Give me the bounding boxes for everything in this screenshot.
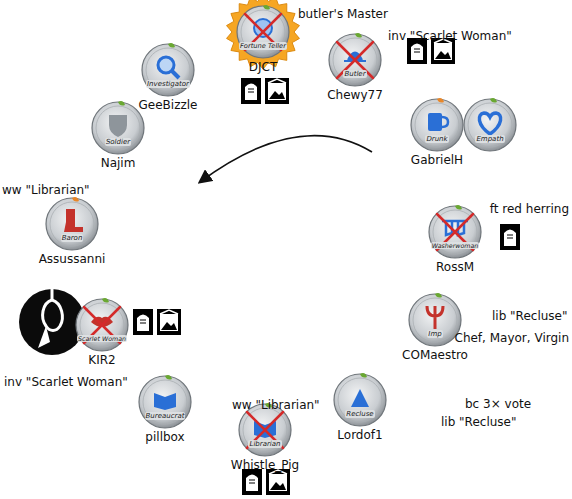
- token-disc: [410, 98, 464, 152]
- player-name: COMaestro: [402, 348, 468, 362]
- player-token: SoldierNajim: [91, 101, 145, 155]
- player-name: KIR2: [88, 353, 115, 367]
- reminder-note: lib "Recluse": [441, 415, 517, 429]
- role-text: Recluse: [345, 410, 374, 418]
- role-text: Butler: [343, 70, 366, 78]
- role-name: Librarian: [238, 440, 292, 448]
- token-disc: [141, 43, 195, 97]
- turn-order-arrow: [200, 136, 372, 182]
- token-disc: [333, 373, 387, 427]
- role-icon: [479, 113, 500, 134]
- player-name: Lordof1: [337, 428, 382, 442]
- token-disc: [408, 293, 462, 347]
- role-name: Soldier: [91, 138, 145, 146]
- execution-noose: [19, 289, 85, 355]
- role-icon: [427, 306, 443, 329]
- player-name: Chewy77: [327, 88, 383, 102]
- dead-cross: [247, 412, 283, 448]
- shroud-icons: [241, 78, 289, 104]
- player-token: DrunkGabrielH: [410, 98, 464, 152]
- reminder-note: ww "Librarian": [2, 183, 90, 197]
- reminder-note: ww "Librarian": [232, 398, 320, 412]
- player-token: ButlerChewy77: [328, 33, 382, 87]
- player-name: GeeBizzle: [139, 98, 198, 112]
- token-disc: [428, 205, 482, 259]
- role-name: Empath: [463, 135, 517, 143]
- fortune-teller-badge: [227, 0, 300, 69]
- role-text: Soldier: [105, 138, 131, 146]
- role-text: Bureaucrat: [145, 412, 186, 420]
- badge-star: [227, 0, 300, 69]
- role-icon: [158, 57, 179, 78]
- reminder-note: lib "Recluse": [492, 309, 568, 323]
- shroud-icons: [242, 469, 290, 495]
- reminder-note: butler's Master: [298, 7, 388, 21]
- reminder-note: ft red herring: [490, 202, 569, 216]
- role-name: Investigator: [141, 80, 195, 88]
- role-text: Washerwoman: [431, 242, 479, 249]
- player-token: RecluseLordof1: [333, 373, 387, 427]
- role-name: Recluse: [333, 410, 387, 418]
- player-name: RossM: [436, 260, 474, 274]
- player-token: InvestigatorGeeBizzle: [141, 43, 195, 97]
- role-name: Butler: [328, 70, 382, 78]
- role-text: Imp: [427, 330, 442, 338]
- reminder-note: bc 3× vote: [465, 397, 531, 411]
- role-name: Baron: [45, 234, 99, 242]
- role-icon: [109, 115, 127, 137]
- token-disc: [328, 33, 382, 87]
- role-icon: [64, 209, 83, 232]
- role-text: Drunk: [425, 135, 448, 143]
- role-name: Scarlet Woman: [75, 335, 129, 343]
- token-disc: [91, 101, 145, 155]
- role-name: Imp: [408, 330, 462, 338]
- player-name: Assussanni: [39, 252, 106, 266]
- role-icon: [351, 389, 369, 407]
- player-token: Empath: [463, 98, 517, 152]
- token-disc: [463, 98, 517, 152]
- player-token: ImpCOMaestro: [408, 293, 462, 347]
- role-text: Scarlet Woman: [77, 335, 127, 342]
- player-token: BaronAssussanni: [45, 197, 99, 251]
- reminder-note: inv "Scarlet Woman": [4, 375, 128, 389]
- role-name: Drunk: [410, 135, 464, 143]
- role-text: Investigator: [146, 80, 190, 88]
- role-name: Fortune Teller: [236, 42, 290, 50]
- role-name: Bureaucrat: [138, 412, 192, 420]
- player-token: Scarlet WomanKIR2: [75, 298, 129, 352]
- role-icon: [154, 393, 176, 410]
- player-name: GabrielH: [411, 153, 463, 167]
- token-disc: [45, 197, 99, 251]
- shroud-icons: [500, 224, 520, 250]
- reminder-note: Chef, Mayor, Virgin: [455, 331, 570, 345]
- player-token: WasherwomanRossM: [428, 205, 482, 259]
- role-text: Fortune Teller: [239, 42, 287, 50]
- player-name: Whistle_Pig: [231, 458, 299, 472]
- reminder-note: inv "Scarlet Woman": [388, 29, 512, 43]
- role-text: Librarian: [248, 440, 281, 448]
- player-name: pillbox: [145, 430, 184, 444]
- role-text: Baron: [61, 234, 84, 242]
- role-name: Washerwoman: [428, 242, 482, 250]
- token-disc: [236, 5, 290, 59]
- role-icon: [254, 19, 272, 37]
- role-icon: [428, 113, 448, 131]
- player-name: Najim: [101, 156, 136, 170]
- role-text: Empath: [475, 135, 504, 143]
- token-disc: [138, 375, 192, 429]
- token-disc: [75, 298, 129, 352]
- player-token: Bureaucratpillbox: [138, 375, 192, 429]
- player-token: Fortune TellerDJCT: [236, 5, 290, 59]
- shroud-icons: [133, 309, 181, 335]
- player-name: DJCT: [249, 60, 278, 74]
- dead-cross: [337, 42, 373, 78]
